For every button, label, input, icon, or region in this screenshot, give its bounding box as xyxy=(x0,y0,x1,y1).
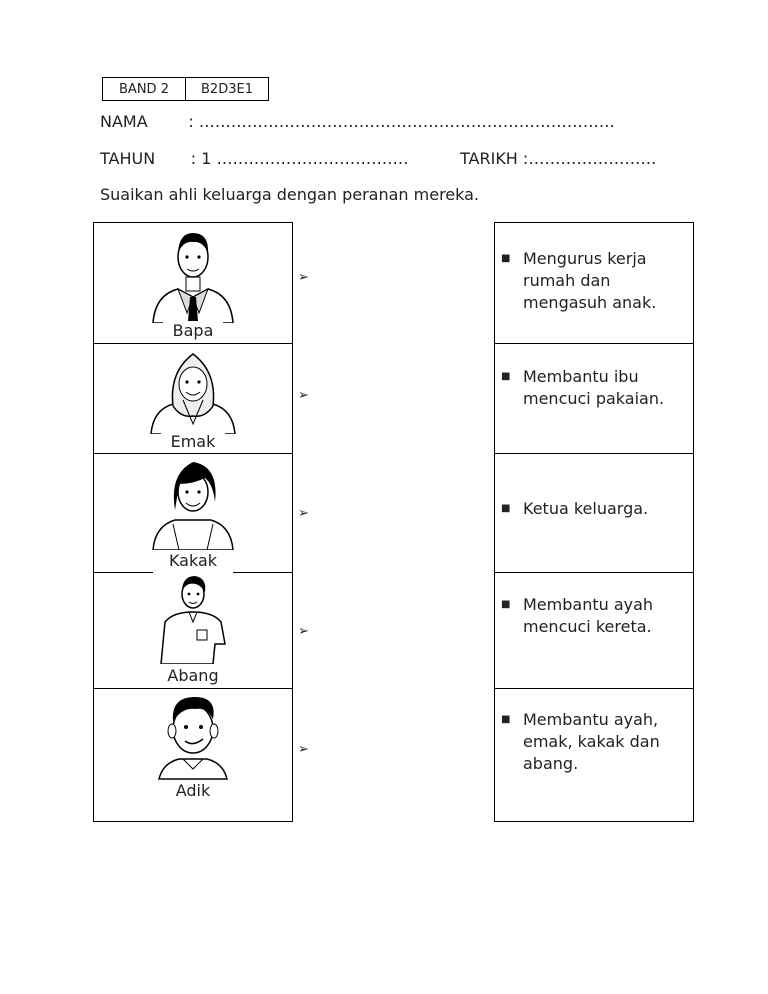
bullet-icon: ■ xyxy=(501,503,511,514)
role-text: Membantu ibu mencuci pakaian. xyxy=(523,367,665,408)
member-cell-adik: Adik xyxy=(94,689,292,821)
mother-icon xyxy=(143,344,243,435)
member-cell-abang: Abang xyxy=(94,572,292,688)
arrow-icon: ➢ xyxy=(298,388,309,403)
instruction: Suaikan ahli keluarga dengan peranan mer… xyxy=(100,185,480,204)
nama-field[interactable]: NAMA : …………………………………………………………………… xyxy=(100,112,615,131)
member-cell-emak: Emak xyxy=(94,344,292,454)
row-divider xyxy=(495,343,693,344)
arrow-icon: ➢ xyxy=(298,624,309,639)
member-name: Bapa xyxy=(162,321,224,340)
member-name: Kakak xyxy=(158,551,228,570)
brother-icon xyxy=(153,572,233,665)
role-text: Mengurus kerja rumah dan mengasuh anak. xyxy=(523,249,657,312)
role-text: Membantu ayah, emak, kakak dan abang. xyxy=(523,710,660,773)
role-item[interactable]: ■ Membantu ayah mencuci kereta. xyxy=(501,594,687,638)
sister-icon xyxy=(143,454,243,551)
bullet-icon: ■ xyxy=(501,253,511,264)
row-divider xyxy=(94,688,292,689)
role-item[interactable]: ■ Membantu ibu mencuci pakaian. xyxy=(501,366,687,410)
row-divider xyxy=(94,343,292,344)
row-divider xyxy=(495,453,693,454)
row-divider xyxy=(94,453,292,454)
arrow-icon: ➢ xyxy=(298,742,309,757)
row-divider xyxy=(495,688,693,689)
tahun-field[interactable]: TAHUN : 1 ……………………………… xyxy=(100,149,409,168)
role-item[interactable]: ■ Ketua keluarga. xyxy=(501,498,687,520)
band-code: B2D3E1 xyxy=(185,77,269,101)
role-item[interactable]: ■ Membantu ayah, emak, kakak dan abang. xyxy=(501,709,687,775)
band-table: BAND 2 B2D3E1 xyxy=(102,77,269,101)
role-text: Membantu ayah mencuci kereta. xyxy=(523,595,654,636)
father-icon xyxy=(143,223,243,324)
member-cell-bapa: Bapa xyxy=(94,223,292,343)
role-item[interactable]: ■ Mengurus kerja rumah dan mengasuh anak… xyxy=(501,248,687,314)
bullet-icon: ■ xyxy=(501,371,511,382)
arrow-icon: ➢ xyxy=(298,270,309,285)
little-brother-icon xyxy=(153,689,233,781)
arrow-icon: ➢ xyxy=(298,506,309,521)
roles-box: ■ Mengurus kerja rumah dan mengasuh anak… xyxy=(494,222,694,822)
bullet-icon: ■ xyxy=(501,714,511,725)
member-name: Abang xyxy=(157,666,229,685)
row-divider xyxy=(495,572,693,573)
member-name: Emak xyxy=(160,432,226,451)
bullet-icon: ■ xyxy=(501,599,511,610)
member-name: Adik xyxy=(165,781,221,800)
family-members-box: Bapa Emak xyxy=(93,222,293,822)
band-label: BAND 2 xyxy=(102,77,186,101)
role-text: Ketua keluarga. xyxy=(523,499,649,518)
tarikh-field[interactable]: TARIKH :…………………… xyxy=(460,149,657,168)
member-cell-kakak: Kakak xyxy=(94,454,292,572)
